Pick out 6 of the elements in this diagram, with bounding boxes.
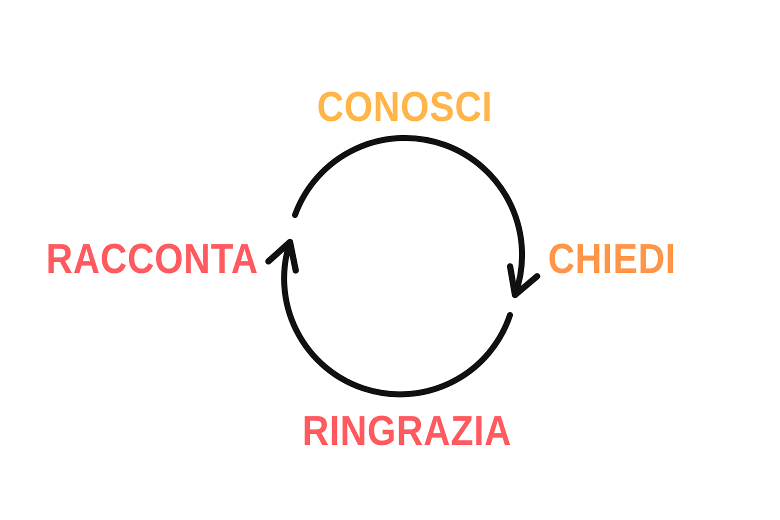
cycle-arrow xyxy=(266,238,513,398)
cycle-arrow xyxy=(292,135,540,298)
step-label: CONOSCI xyxy=(316,86,493,128)
step-label: CHIEDI xyxy=(548,238,676,280)
step-label: RINGRAZIA xyxy=(302,410,512,452)
step-label: RACCONTA xyxy=(46,238,258,280)
